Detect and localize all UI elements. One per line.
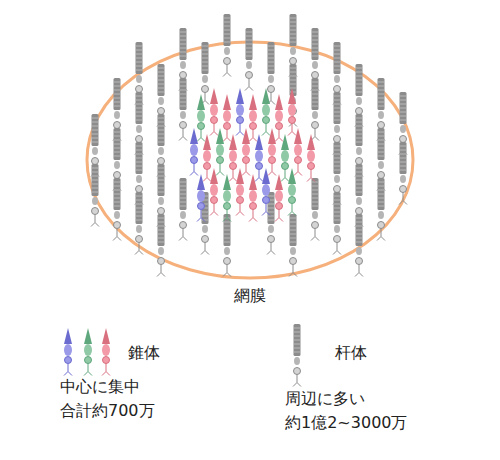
cone-cell (262, 168, 270, 216)
cone-cell (223, 174, 231, 222)
rod-cell (293, 324, 301, 387)
cone-cell (223, 94, 231, 142)
cone-cell (236, 88, 244, 136)
rod-cell (333, 192, 341, 255)
rod-cell (157, 214, 165, 277)
cone-cell (236, 168, 244, 216)
cone-cell (203, 134, 211, 182)
cone-cell (229, 134, 237, 182)
rod-cell (135, 192, 143, 255)
retina-ellipse (87, 42, 413, 278)
note-text: 中心に集中 (60, 377, 140, 398)
rod-cell (223, 214, 231, 277)
cone-cell (294, 128, 302, 176)
cone-cell (242, 128, 250, 176)
rod-cell (267, 42, 275, 105)
rod-cell (201, 42, 209, 105)
cone-cell (190, 128, 198, 176)
cone-cell (210, 88, 218, 136)
note-text: 周辺に多い (285, 389, 365, 410)
rod-cell (223, 14, 231, 77)
cone-cell (249, 94, 257, 142)
cone-cell (275, 94, 283, 142)
cone-cell (249, 174, 257, 222)
cone-cell (210, 168, 218, 216)
cone-cell (288, 88, 296, 136)
rod-cell (311, 178, 319, 241)
cone-cell (268, 128, 276, 176)
cone-cell (307, 134, 315, 182)
note-text: 約1億2~3000万 (285, 413, 407, 434)
rod-cell (245, 28, 253, 91)
rod-cell (355, 214, 363, 277)
rod-cell (289, 214, 297, 277)
rod-cell (311, 78, 319, 141)
cone-cell (64, 328, 72, 376)
rod-cell (91, 164, 99, 227)
legend-text: 杆体 (335, 343, 367, 364)
cone-cell (102, 328, 110, 376)
legend-text: 錐体 (128, 343, 160, 364)
cone-cell (197, 94, 205, 142)
note-text: 合計約700万 (60, 401, 155, 422)
rod-cell (377, 178, 385, 241)
rod-cell (289, 64, 297, 127)
cone-cell (275, 174, 283, 222)
rod-cell (179, 78, 187, 141)
cone-cell (197, 174, 205, 222)
cone-cell (255, 134, 263, 182)
cone-cell (262, 88, 270, 136)
cone-cell (216, 128, 224, 176)
rod-cell (113, 178, 121, 241)
rod-cell (179, 178, 187, 241)
cone-cell (281, 134, 289, 182)
region-label: 網膜 (234, 286, 266, 307)
cone-cell (84, 328, 92, 376)
rod-cell (399, 142, 407, 205)
cone-cell (288, 168, 296, 216)
